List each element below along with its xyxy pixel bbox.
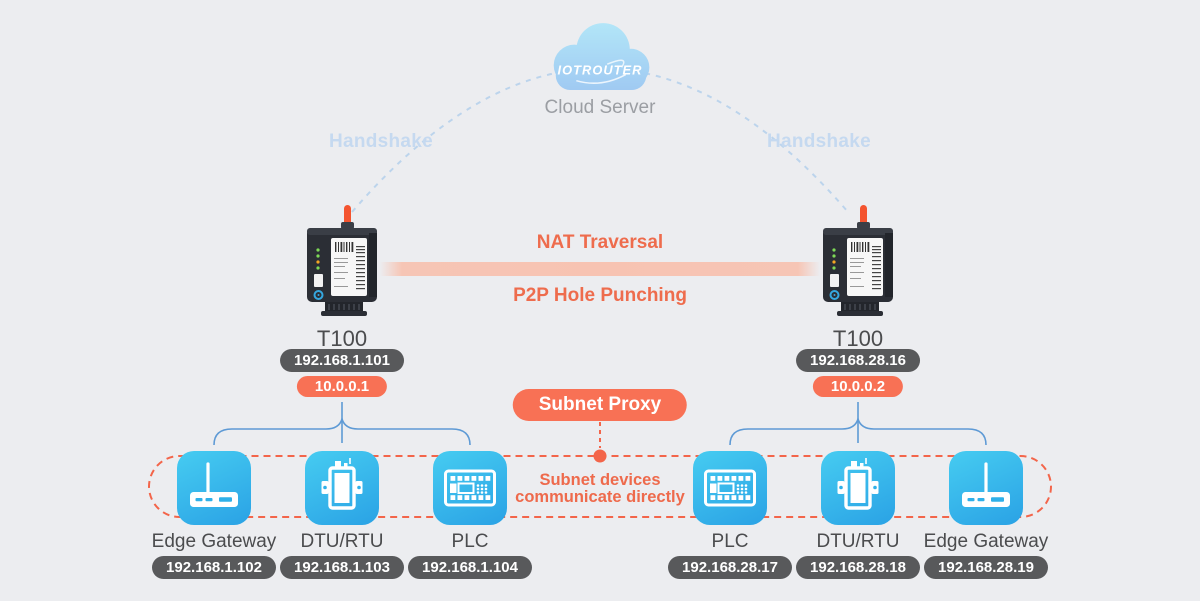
subnet-note-line1: Subnet devices xyxy=(539,471,661,489)
router-lan-ip-right: 192.168.28.16 xyxy=(796,349,920,372)
right-brace xyxy=(729,416,987,446)
subnet-device-card: PLC 192.168.28.17 xyxy=(650,451,810,579)
subnet-device-ip: 192.168.28.18 xyxy=(796,556,920,579)
router-lan-ip-left: 192.168.1.101 xyxy=(280,349,404,372)
subnet-device-card: PLC 192.168.1.104 xyxy=(390,451,550,579)
subnet-device-label: Edge Gateway xyxy=(923,531,1049,552)
subnet-device-card: DTU/RTU 192.168.28.18 xyxy=(778,451,938,579)
subnet-device-card: Edge Gateway 192.168.28.19 xyxy=(906,451,1066,579)
cloud-server-label: Cloud Server xyxy=(544,97,656,118)
t100-router-right xyxy=(823,205,893,316)
router-model-left: T100 xyxy=(316,326,368,351)
plc-icon xyxy=(433,451,507,525)
subnet-device-label: PLC xyxy=(711,531,749,552)
edge-gateway-icon xyxy=(949,451,1023,525)
left-brace xyxy=(213,416,471,446)
t100-router-left xyxy=(307,205,377,316)
subnet-device-card: Edge Gateway 192.168.1.102 xyxy=(134,451,294,579)
subnet-device-ip: 192.168.1.103 xyxy=(280,556,404,579)
router-model-right: T100 xyxy=(832,326,884,351)
handshake-label-left: Handshake xyxy=(328,131,434,152)
subnet-device-label: DTU/RTU xyxy=(300,531,384,552)
subnet-note: Subnet devices communicate directly xyxy=(515,472,685,506)
cloud-icon: IOTROUTER xyxy=(553,23,650,90)
router-vpn-ip-left: 10.0.0.1 xyxy=(296,376,388,397)
subnet-device-ip: 192.168.28.17 xyxy=(668,556,792,579)
subnet-device-ip: 192.168.1.102 xyxy=(152,556,276,579)
router-vpn-ip-right: 10.0.0.2 xyxy=(812,376,904,397)
dtu-rtu-icon xyxy=(821,451,895,525)
subnet-device-card: DTU/RTU 192.168.1.103 xyxy=(262,451,422,579)
subnet-device-label: PLC xyxy=(451,531,489,552)
subnet-device-label: Edge Gateway xyxy=(151,531,277,552)
plc-icon xyxy=(693,451,767,525)
handshake-label-right: Handshake xyxy=(766,131,872,152)
subnet-device-label: DTU/RTU xyxy=(816,531,900,552)
subnet-proxy-dot xyxy=(593,449,607,463)
nat-traversal-label: NAT Traversal xyxy=(536,232,664,253)
edge-gateway-icon xyxy=(177,451,251,525)
dtu-rtu-icon xyxy=(305,451,379,525)
p2p-tunnel-band xyxy=(380,262,820,276)
subnet-device-ip: 192.168.28.19 xyxy=(924,556,1048,579)
subnet-device-ip: 192.168.1.104 xyxy=(408,556,532,579)
p2p-hole-punching-label: P2P Hole Punching xyxy=(513,285,687,306)
subnet-note-line2: communicate directly xyxy=(515,488,685,506)
cloud-logo-text: IOTROUTER xyxy=(558,63,643,78)
subnet-proxy-badge: Subnet Proxy xyxy=(512,389,688,421)
